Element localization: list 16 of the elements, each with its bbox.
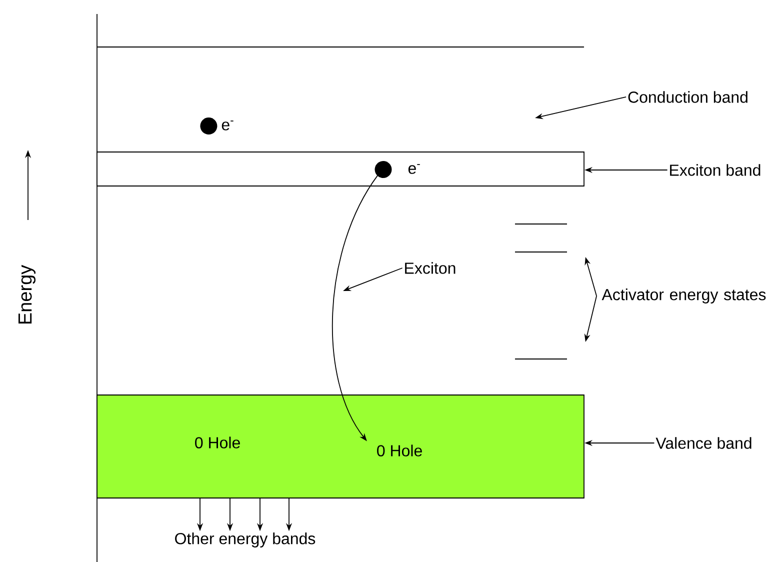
callout-label: Exciton xyxy=(405,262,456,274)
callout-label: Exciton band xyxy=(670,164,760,176)
electron: e$^{-}$ xyxy=(200,118,234,134)
electron: e$^{-}$ xyxy=(374,161,420,178)
node-label: e$^{-}$ xyxy=(408,164,420,174)
axis-label: Energy xyxy=(18,264,36,324)
callout-label: Other energy bands xyxy=(175,532,316,548)
energy-level-line xyxy=(515,358,567,360)
callout-label: Valence band xyxy=(656,437,752,449)
hole-label: 0 Hole xyxy=(195,436,240,448)
node-label: e$^{-}$ xyxy=(222,120,234,130)
callout-label: Conduction band xyxy=(628,91,748,103)
callout-label: Activator energy states xyxy=(602,288,766,304)
band-box xyxy=(96,394,584,498)
band-box xyxy=(96,152,584,186)
hole-label: 0 Hole xyxy=(377,444,422,456)
